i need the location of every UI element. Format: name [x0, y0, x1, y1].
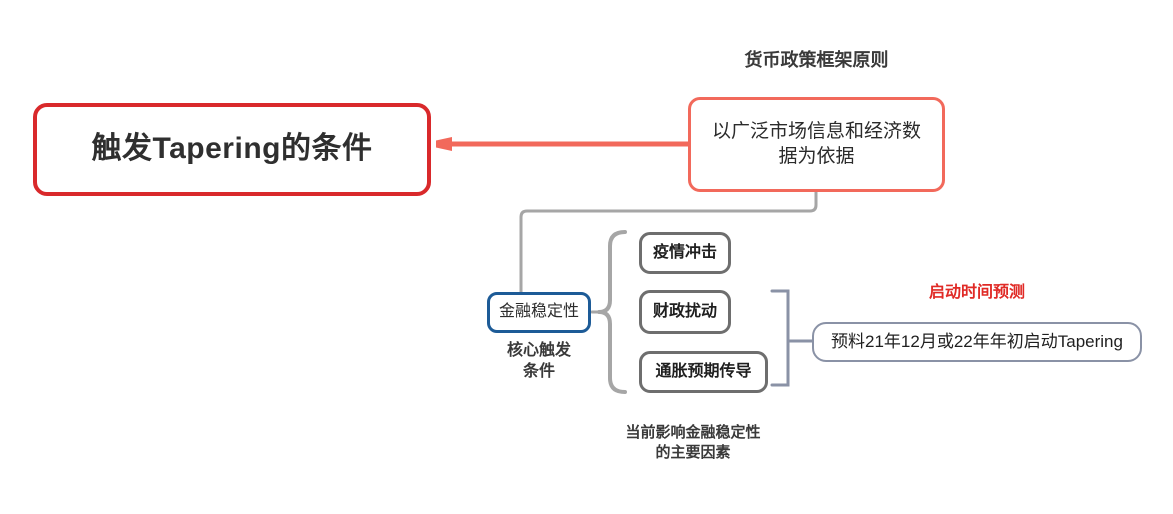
- caption-start-time-forecast: 启动时间预测: [928, 284, 1025, 301]
- caption-main-factors: 当前影响金融稳定性 的主要因素: [625, 424, 761, 461]
- caption-monetary-policy-framework: 货币政策框架原则: [744, 50, 889, 70]
- node-financial-stability[interactable]: 金融稳定性: [487, 292, 591, 333]
- brace-stability-factors: [590, 230, 627, 394]
- bracket-factors-to-prediction: [770, 289, 814, 387]
- node-factor-fiscal-disturbance[interactable]: 财政扰动: [639, 290, 731, 334]
- node-tapering-forecast[interactable]: 预料21年12月或22年年初启动Tapering: [812, 322, 1142, 362]
- node-root-trigger-conditions[interactable]: 触发Tapering的条件: [33, 103, 431, 196]
- connector-root-to-policy: [436, 137, 688, 151]
- node-factor-epidemic-shock[interactable]: 疫情冲击: [639, 232, 731, 274]
- node-factor-inflation-expectation[interactable]: 通胀预期传导: [639, 351, 768, 393]
- node-policy-basis[interactable]: 以广泛市场信息和经济数据为依据: [688, 97, 945, 192]
- caption-core-trigger-condition: 核心触发 条件: [506, 342, 571, 380]
